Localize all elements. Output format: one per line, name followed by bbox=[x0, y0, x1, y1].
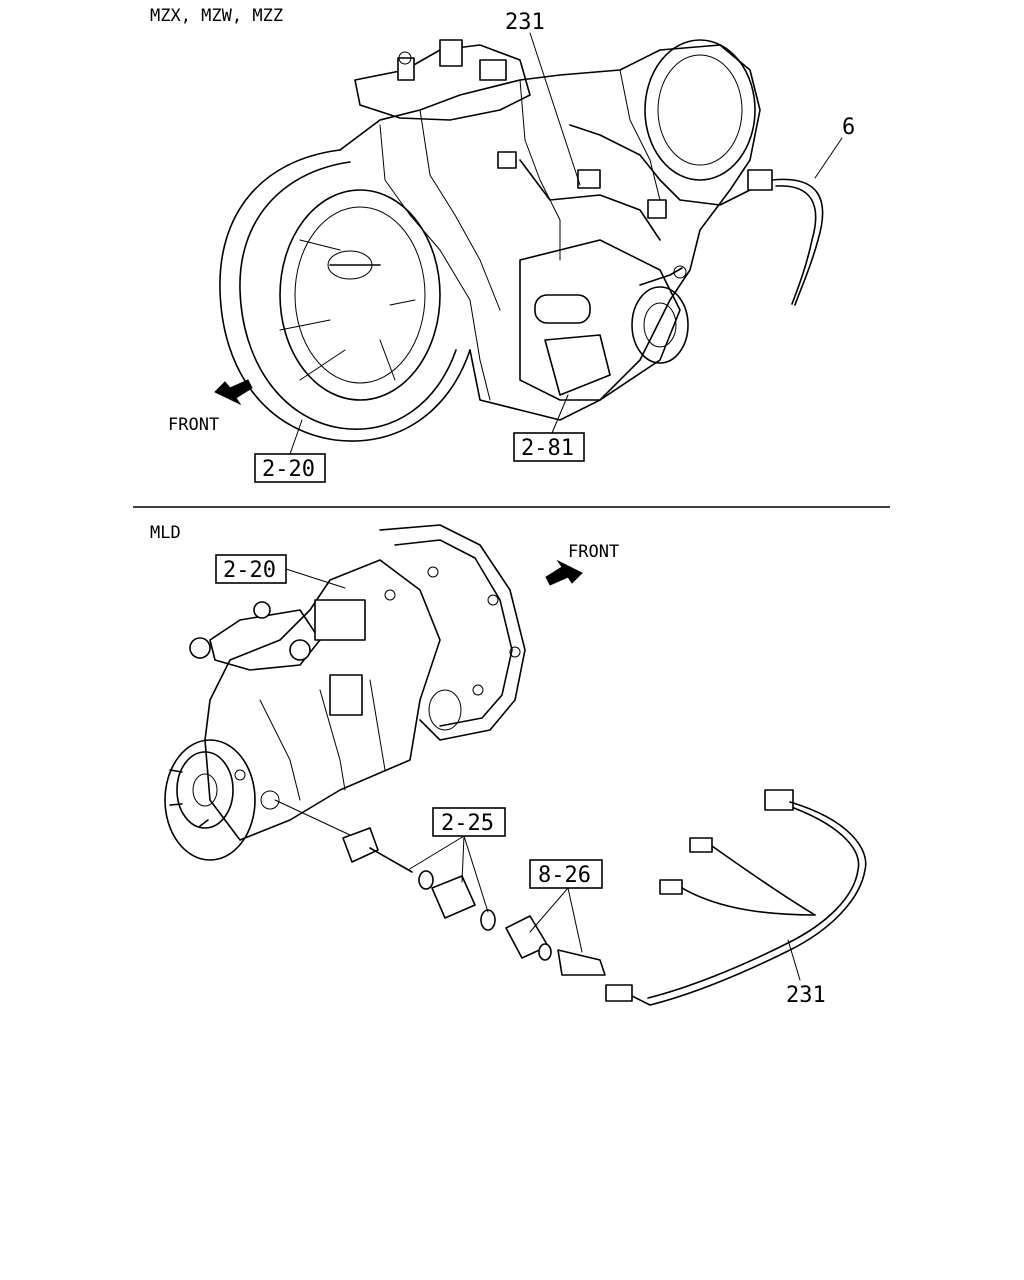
bottom-model-label: MLD bbox=[150, 523, 181, 543]
bottom-front-label: FRONT bbox=[568, 542, 619, 562]
top-model-label: MZX, MZW, MZZ bbox=[150, 6, 283, 26]
bottom-callout-2-25: 2-25 bbox=[441, 811, 494, 836]
top-callout-2-81: 2-81 bbox=[521, 436, 574, 461]
top-leader-2-20 bbox=[289, 419, 303, 455]
top-front-label: FRONT bbox=[168, 415, 219, 435]
top-front-arrow bbox=[214, 379, 253, 406]
top-callout-2-20: 2-20 bbox=[262, 457, 315, 482]
bottom-leader-2-20 bbox=[285, 568, 346, 589]
bottom-callout-231: 231 bbox=[786, 983, 826, 1008]
bottom-callout-8-26: 8-26 bbox=[538, 863, 591, 888]
top-callout-2-20-box bbox=[254, 453, 326, 483]
bottom-callout-8-26-box bbox=[529, 859, 603, 889]
bottom-leader-8-26-b bbox=[567, 887, 583, 953]
bottom-callout-2-25-box bbox=[432, 807, 506, 837]
bottom-leader-2-25-b bbox=[461, 835, 465, 883]
bottom-front-arrow bbox=[545, 559, 583, 586]
top-leader-231 bbox=[529, 32, 581, 186]
bottom-leader-231 bbox=[787, 939, 801, 981]
top-leader-2-81 bbox=[551, 394, 569, 434]
top-callout-231: 231 bbox=[505, 10, 545, 35]
top-callout-2-81-box bbox=[513, 432, 585, 462]
top-section: MZX, MZW, MZZ bbox=[150, 6, 855, 483]
bottom-leader-8-26-a bbox=[529, 887, 569, 933]
bottom-callout-2-20: 2-20 bbox=[223, 558, 276, 583]
top-leader-6 bbox=[814, 137, 843, 179]
bottom-transmission-drawing bbox=[164, 524, 867, 1006]
bottom-leader-2-25-c bbox=[463, 835, 489, 913]
bottom-section: MLD bbox=[150, 523, 867, 1008]
bottom-callout-2-20-box bbox=[215, 554, 287, 584]
top-transmission-drawing bbox=[214, 39, 824, 442]
top-callout-6: 6 bbox=[842, 115, 855, 140]
bottom-leader-2-25-a bbox=[407, 835, 465, 871]
